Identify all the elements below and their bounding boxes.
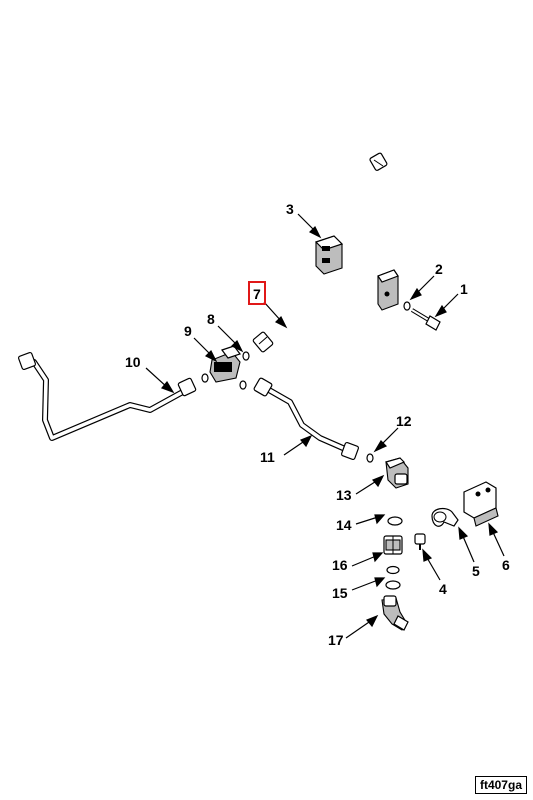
o-rings-part-15 <box>385 565 401 590</box>
callout-1: 1 <box>460 281 468 297</box>
tube-part-10 <box>17 351 197 441</box>
callout-15: 15 <box>332 585 348 601</box>
callout-2: 2 <box>435 261 443 277</box>
mount-block <box>377 269 399 311</box>
leader-lines <box>145 213 505 639</box>
tube-part-11 <box>253 377 360 461</box>
callout-8: 8 <box>207 311 215 327</box>
o-ring-part-14 <box>387 516 403 526</box>
callout-7-highlight-box <box>248 281 266 305</box>
callout-5: 5 <box>472 563 480 579</box>
clamp-part-3 <box>314 235 344 275</box>
callout-10: 10 <box>125 354 141 370</box>
callout-6: 6 <box>502 557 510 573</box>
clip-part-5 <box>431 507 459 527</box>
tee-fitting-part-9 <box>209 345 241 383</box>
bracket-part-6 <box>463 481 499 527</box>
o-ring-part-12 <box>366 453 374 463</box>
bolt-part-1 <box>410 308 441 331</box>
callout-4: 4 <box>439 581 447 597</box>
washer-part-2 <box>403 301 411 311</box>
tube-part-7 <box>252 152 407 353</box>
bolt-part-4 <box>414 533 426 550</box>
drawing-code-label: ft407ga <box>474 776 527 794</box>
callout-7: 7 <box>253 286 261 302</box>
callout-3: 3 <box>286 201 294 217</box>
elbow-fitting-part-17 <box>381 595 409 631</box>
callout-9: 9 <box>184 323 192 339</box>
o-rings-part-8 <box>201 351 250 390</box>
callout-17: 17 <box>328 632 344 648</box>
elbow-fitting-part-13 <box>385 457 409 489</box>
callout-11: 11 <box>260 449 275 465</box>
callout-14: 14 <box>336 517 352 533</box>
callout-labels: 1 2 3 4 5 6 7 8 9 10 11 12 13 14 15 16 1… <box>125 201 510 648</box>
callout-16: 16 <box>332 557 348 573</box>
callout-12: 12 <box>396 413 412 429</box>
callout-13: 13 <box>336 487 352 503</box>
union-fitting-part-16 <box>383 535 403 555</box>
